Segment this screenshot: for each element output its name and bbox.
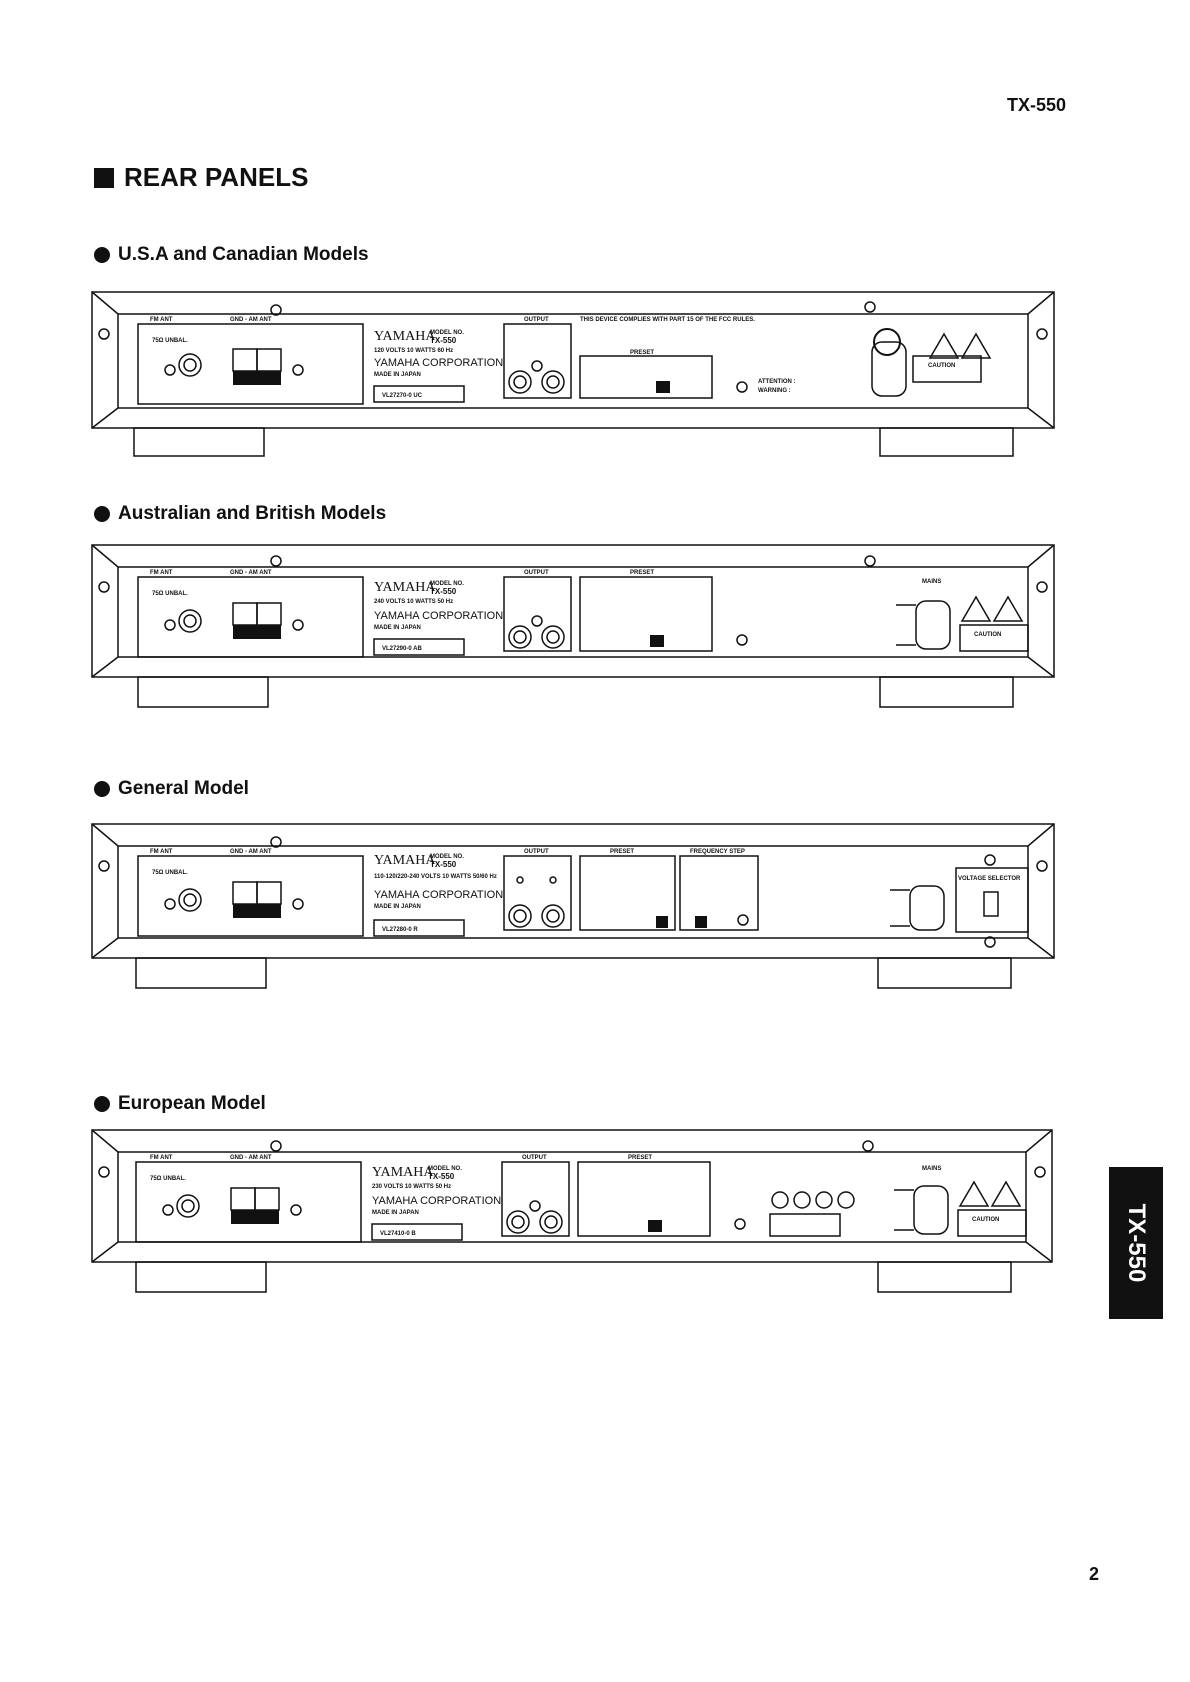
preset-label: PRESET bbox=[610, 849, 634, 855]
heading-european: European Model bbox=[94, 1093, 266, 1115]
caution-label: CAUTION bbox=[928, 363, 955, 369]
brand-label: YAMAHA bbox=[374, 329, 436, 344]
unbal-label: 75Ω UNBAL. bbox=[152, 338, 188, 344]
made-in-label: MADE IN JAPAN bbox=[374, 904, 421, 910]
model-name-label: TX-550 bbox=[428, 1172, 455, 1181]
serial-label: VL27280-0 R bbox=[382, 927, 418, 933]
unbal-label: 75Ω UNBAL. bbox=[152, 591, 188, 597]
output-label: OUTPUT bbox=[524, 849, 549, 855]
rear-panel-general: FM ANT GND - AM ANT 75Ω UNBAL. YAMAHA MO… bbox=[90, 820, 1056, 990]
output-label: OUTPUT bbox=[524, 317, 549, 323]
rear-panel-australia-britain: FM ANT GND - AM ANT 75Ω UNBAL. YAMAHA MO… bbox=[90, 541, 1056, 711]
model-no-label: MODEL NO. bbox=[428, 1166, 462, 1172]
model-name-label: TX-550 bbox=[430, 587, 457, 596]
brand-label: YAMAHA bbox=[372, 1165, 434, 1180]
rear-panel-european: FM ANT GND - AM ANT 75Ω UNBAL. YAMAHA MO… bbox=[90, 1126, 1056, 1296]
heading-text: European Model bbox=[118, 1093, 266, 1114]
side-tab-label: TX-550 bbox=[1123, 1203, 1150, 1283]
rear-panel-usa-canada: FM ANT GND - AM ANT 75Ω UNBAL. YAMAHA MO… bbox=[90, 288, 1056, 458]
serial-label: VL27290-0 AB bbox=[382, 646, 422, 652]
page-number: 2 bbox=[1089, 1564, 1100, 1584]
model-name-label: TX-550 bbox=[430, 860, 457, 869]
bullet-icon bbox=[94, 781, 110, 797]
preset-label: PRESET bbox=[630, 350, 654, 356]
mains-label: MAINS bbox=[922, 579, 941, 585]
header-model-id: TX-550 bbox=[1007, 95, 1067, 115]
rating-label: 230 VOLTS 10 WATTS 50 Hz bbox=[372, 1184, 451, 1190]
brand-label: YAMAHA bbox=[374, 580, 436, 595]
heading-text: General Model bbox=[118, 778, 249, 799]
model-no-label: MODEL NO. bbox=[430, 330, 464, 336]
model-no-label: MODEL NO. bbox=[430, 854, 464, 860]
frequency-step-label: FREQUENCY STEP bbox=[690, 849, 745, 855]
serial-label: VL27270-0 UC bbox=[382, 393, 423, 399]
model-no-label: MODEL NO. bbox=[430, 581, 464, 587]
bullet-icon bbox=[94, 506, 110, 522]
rating-label: 240 VOLTS 10 WATTS 50 Hz bbox=[374, 599, 453, 605]
heading-australia-britain: Australian and British Models bbox=[94, 503, 386, 525]
bullet-icon bbox=[94, 1096, 110, 1112]
unbal-label: 75Ω UNBAL. bbox=[150, 1176, 186, 1182]
gnd-am-ant-label: GND - AM ANT bbox=[230, 317, 272, 323]
gnd-am-ant-label: GND - AM ANT bbox=[230, 570, 272, 576]
unbal-label: 75Ω UNBAL. bbox=[152, 870, 188, 876]
section-title: REAR PANELS bbox=[94, 162, 308, 193]
made-in-label: MADE IN JAPAN bbox=[374, 625, 421, 631]
section-title-text: REAR PANELS bbox=[124, 162, 309, 192]
rating-label: 120 VOLTS 10 WATTS 60 Hz bbox=[374, 348, 453, 354]
rating-label: 110-120/220-240 VOLTS 10 WATTS 50/60 Hz bbox=[374, 874, 497, 880]
serial-label: VL27410-0 B bbox=[380, 1231, 416, 1237]
mains-label: MAINS bbox=[922, 1166, 941, 1172]
attention-label: ATTENTION : bbox=[758, 379, 796, 385]
made-in-label: MADE IN JAPAN bbox=[372, 1210, 419, 1216]
heading-usa-canada: U.S.A and Canadian Models bbox=[94, 244, 369, 266]
fm-ant-label: FM ANT bbox=[150, 1155, 173, 1161]
fm-ant-label: FM ANT bbox=[150, 849, 173, 855]
gnd-am-ant-label: GND - AM ANT bbox=[230, 1155, 272, 1161]
brand-label: YAMAHA bbox=[374, 853, 436, 868]
bullet-icon bbox=[94, 247, 110, 263]
preset-label: PRESET bbox=[628, 1155, 652, 1161]
preset-label: PRESET bbox=[630, 570, 654, 576]
voltage-selector-label: VOLTAGE SELECTOR bbox=[958, 876, 1021, 882]
warning-label: WARNING : bbox=[758, 388, 791, 394]
made-in-label: MADE IN JAPAN bbox=[374, 372, 421, 378]
heading-text: Australian and British Models bbox=[118, 503, 387, 524]
corporation-label: YAMAHA CORPORATION bbox=[372, 1195, 501, 1207]
caution-label: CAUTION bbox=[974, 632, 1001, 638]
fm-ant-label: FM ANT bbox=[150, 317, 173, 323]
square-bullet-icon bbox=[94, 167, 114, 188]
output-label: OUTPUT bbox=[524, 570, 549, 576]
gnd-am-ant-label: GND - AM ANT bbox=[230, 849, 272, 855]
output-label: OUTPUT bbox=[522, 1155, 547, 1161]
side-tab: TX-550 bbox=[1109, 1167, 1163, 1319]
corporation-label: YAMAHA CORPORATION bbox=[374, 889, 503, 901]
corporation-label: YAMAHA CORPORATION bbox=[374, 610, 503, 622]
fcc-label: THIS DEVICE COMPLIES WITH PART 15 OF THE… bbox=[580, 317, 755, 323]
fm-ant-label: FM ANT bbox=[150, 570, 173, 576]
model-name-label: TX-550 bbox=[430, 336, 457, 345]
corporation-label: YAMAHA CORPORATION bbox=[374, 357, 503, 369]
heading-text: U.S.A and Canadian Models bbox=[118, 244, 369, 265]
heading-general: General Model bbox=[94, 778, 249, 800]
caution-label: CAUTION bbox=[972, 1217, 999, 1223]
